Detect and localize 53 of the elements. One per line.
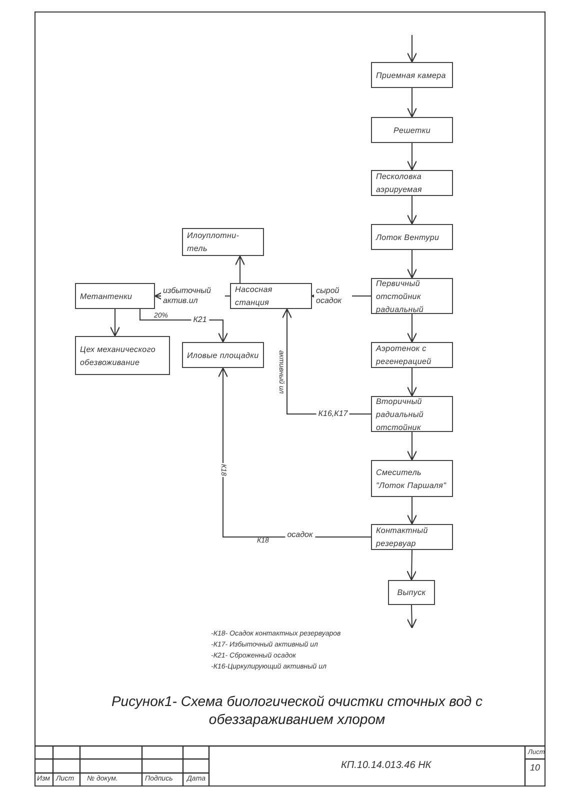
box-label: Лоток Вентури: [376, 232, 440, 244]
process-box: [75, 336, 170, 375]
process-box: [371, 170, 453, 196]
process-box: [182, 342, 264, 368]
arrow: [406, 432, 418, 461]
box-label: Насосная станция: [235, 284, 274, 309]
edge-label: сырой осадок: [314, 286, 352, 306]
process-box: [371, 117, 453, 143]
field-label: КП.10.14.013.46 НК: [340, 761, 432, 771]
document-code: 10: [529, 764, 542, 772]
process-box: [371, 396, 453, 432]
process-box: [75, 283, 155, 309]
box-label: Приемная камера: [376, 70, 446, 82]
arrow: [406, 196, 418, 225]
process-box: [230, 283, 312, 309]
box-label: Аэротенок с регенерацией: [376, 343, 432, 368]
figure-caption: Рисунок1- Схема биологической очистки сточных вод с обеззараживанием хлором: [110, 692, 484, 728]
box-label: Цех механического обезвоживание: [80, 344, 157, 368]
arrow: [406, 88, 418, 118]
box-label: Первичный отстойник радиальный: [376, 278, 425, 316]
arrow: [406, 368, 418, 397]
box-label: Смеситель "Лоток Паршаля": [376, 466, 448, 492]
process-box: [371, 278, 453, 314]
arrow: [406, 314, 418, 343]
edge-label: К21: [191, 315, 209, 325]
box-label: Выпуск: [397, 587, 426, 599]
edge-label: осадок: [285, 530, 315, 540]
box-label: Илоуплотни- тель: [187, 230, 240, 255]
arrow: [406, 550, 417, 581]
arrow: [218, 367, 372, 538]
edge-label: К16,К17: [316, 409, 350, 419]
process-box: [371, 342, 453, 368]
arrow: [110, 308, 120, 337]
arrow: [234, 255, 246, 284]
box-label: Метантенки: [80, 290, 132, 302]
process-box: [388, 580, 435, 605]
arrow: [406, 604, 417, 629]
box-label: Иловые площадки: [187, 350, 259, 362]
process-box: [371, 524, 453, 550]
process-box: [371, 62, 453, 88]
box-label: Песколовка аэрируемая: [376, 171, 423, 196]
process-box: [371, 460, 453, 497]
arrow: [406, 496, 418, 525]
arrow: [406, 34, 418, 63]
process-box: [182, 228, 264, 256]
arrow: [406, 142, 418, 171]
process-box: [371, 224, 453, 250]
arrow: [140, 308, 228, 343]
edge-label: избыточный актив.ил: [161, 286, 225, 306]
box-label: Решетки: [394, 124, 430, 136]
arrow: [406, 250, 418, 279]
box-label: Контактный резервуар: [376, 525, 429, 550]
box-label: Вторичный радиальный отстойник: [376, 396, 425, 434]
